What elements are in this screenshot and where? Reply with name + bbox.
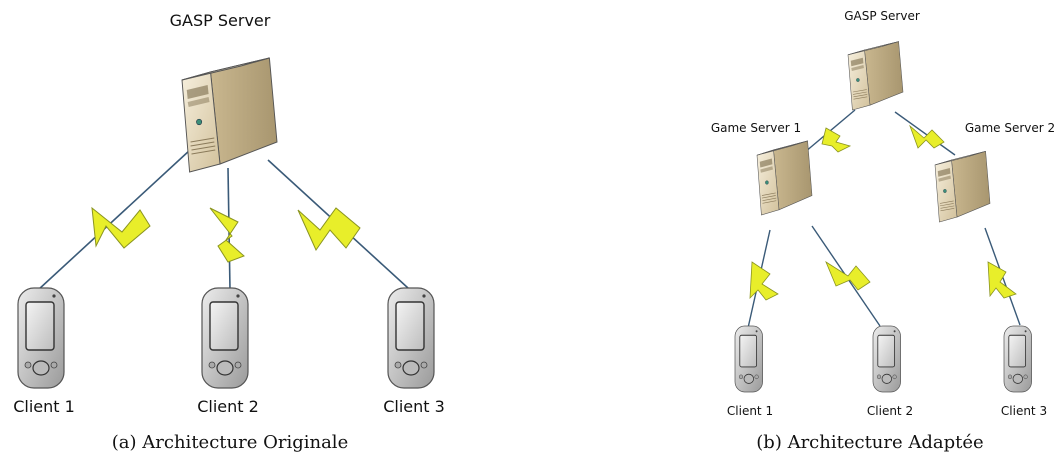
phone-icon (201, 287, 249, 389)
phone-icon (872, 325, 902, 393)
server-icon (181, 57, 278, 173)
lightning-icon (909, 124, 945, 149)
panel-a: GASP Server Client 1 Client 2 Client 3 (… (13, 11, 445, 453)
phone-icon (734, 325, 764, 393)
panel-b-game-server-2-label: Game Server 2 (965, 121, 1055, 135)
panel-b-client-2-label: Client 2 (867, 404, 913, 418)
panel-b-client-3-label: Client 3 (1001, 404, 1047, 418)
server-icon (847, 41, 904, 111)
lightning-icon (825, 260, 871, 291)
lightning-icon (821, 127, 852, 153)
panel-b: GASP Server Game Server 1 Game Server 2 … (711, 9, 1055, 453)
panel-b-server-label: GASP Server (844, 9, 920, 23)
phone-icon (1003, 325, 1033, 393)
panel-b-client-1-label: Client 1 (727, 404, 773, 418)
panel-b-bolts (749, 124, 1017, 301)
panel-a-bolts (91, 206, 361, 263)
lightning-icon (209, 207, 245, 263)
panel-a-client-3-label: Client 3 (383, 397, 445, 416)
panel-a-client-2-label: Client 2 (197, 397, 259, 416)
panel-a-caption: (a) Architecture Originale (112, 432, 348, 453)
server-icon (934, 151, 991, 223)
panel-a-client-1-label: Client 1 (13, 397, 75, 416)
panel-b-game-server-1-label: Game Server 1 (711, 121, 801, 135)
lightning-icon (91, 206, 151, 249)
server-icon (756, 140, 813, 216)
lightning-icon (749, 261, 779, 301)
lightning-icon (297, 207, 361, 252)
panel-b-links (747, 109, 1021, 329)
panel-a-server-label: GASP Server (170, 11, 271, 30)
lightning-icon (987, 261, 1017, 299)
phone-icon (17, 287, 65, 389)
phone-icon (387, 287, 435, 389)
panel-b-caption: (b) Architecture Adaptée (756, 432, 983, 453)
